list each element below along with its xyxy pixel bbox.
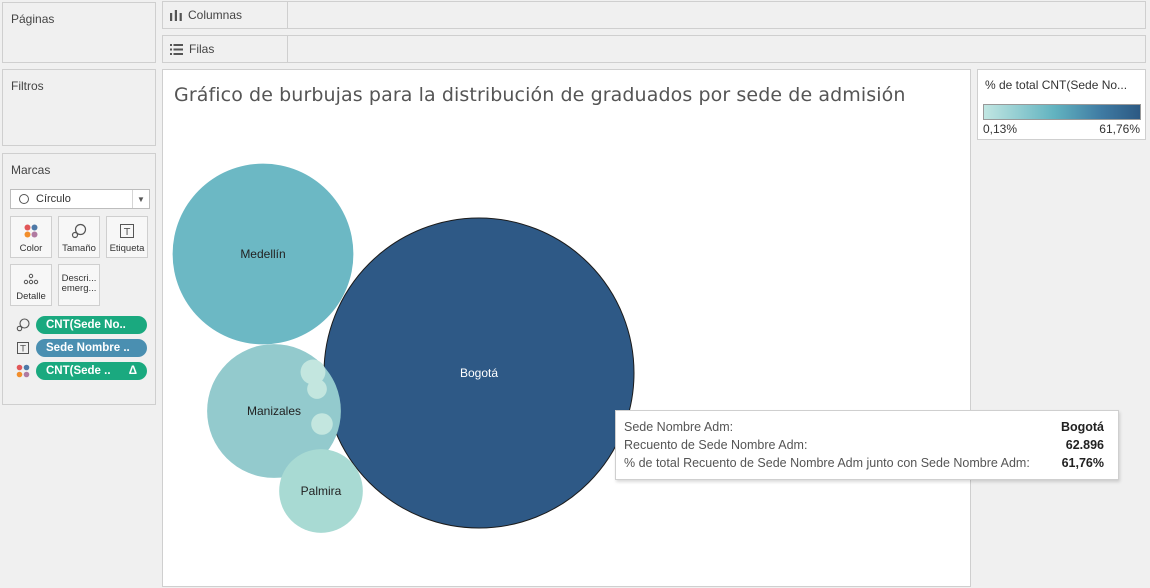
- tooltip-row: % de total Recuento de Sede Nombre Adm j…: [624, 456, 1104, 470]
- tooltip-row: Recuento de Sede Nombre Adm: 62.896: [624, 438, 1104, 452]
- chart-title: Gráfico de burbujas para la distribución…: [174, 84, 906, 106]
- color-button[interactable]: Color: [10, 216, 52, 258]
- tooltip-value: 61,76%: [1061, 456, 1104, 470]
- rows-icon: [170, 43, 183, 55]
- filters-title: Filtros: [11, 79, 44, 93]
- text-label-icon: T: [16, 341, 30, 355]
- bubble-small-6[interactable]: [311, 413, 333, 435]
- size-field-pill[interactable]: CNT(Sede No..: [36, 316, 147, 334]
- label-button-label: Etiqueta: [109, 243, 145, 254]
- tooltip-key: Recuento de Sede Nombre Adm:: [624, 438, 808, 452]
- svg-text:T: T: [123, 227, 131, 238]
- pages-shelf[interactable]: Páginas: [2, 2, 156, 63]
- pages-title: Páginas: [11, 12, 55, 26]
- tooltip-button-label-1: Descri...: [61, 272, 97, 284]
- viz-canvas: Gráfico de burbujas para la distribución…: [162, 69, 971, 587]
- color-dots-icon: [16, 364, 30, 378]
- tooltip-button-label-2: emerg...: [61, 282, 97, 294]
- bubble-palmira[interactable]: [279, 449, 363, 533]
- color-field-pill-label: CNT(Sede ..: [46, 365, 111, 377]
- color-legend[interactable]: % de total CNT(Sede No... 0,13% 61,76%: [977, 69, 1146, 140]
- bubble-label: Palmira: [301, 484, 342, 498]
- filters-shelf[interactable]: Filtros: [2, 69, 156, 146]
- rows-shelf-label: Filas: [163, 36, 288, 62]
- detail-button[interactable]: Detalle: [10, 264, 52, 306]
- tooltip-value: Bogotá: [1060, 420, 1104, 434]
- bubble-label: Bogotá: [460, 366, 498, 380]
- size-pill-row: CNT(Sede No..: [16, 316, 147, 334]
- color-button-label: Color: [19, 243, 43, 254]
- columns-label: Columnas: [188, 8, 243, 22]
- bubble-small-5[interactable]: [307, 379, 327, 399]
- bubble-medellín[interactable]: [172, 163, 354, 345]
- tooltip-key: % de total Recuento de Sede Nombre Adm j…: [624, 456, 1030, 470]
- label-pill-row: T Sede Nombre ..: [16, 339, 147, 357]
- marks-title: Marcas: [11, 163, 51, 177]
- detail-dots-icon: [23, 265, 39, 292]
- columns-shelf[interactable]: Columnas: [162, 1, 1146, 29]
- delta-icon: Δ: [128, 365, 137, 377]
- detail-button-label: Detalle: [16, 291, 46, 302]
- size-button-label: Tamaño: [62, 243, 96, 254]
- chevron-down-icon[interactable]: ▼: [132, 190, 149, 208]
- color-pill-row: CNT(Sede .. Δ: [16, 362, 147, 380]
- columns-icon: [170, 9, 182, 21]
- legend-title: % de total CNT(Sede No...: [985, 78, 1128, 92]
- mark-type-value: Círculo: [36, 193, 71, 205]
- label-button[interactable]: T Etiqueta: [106, 216, 148, 258]
- tooltip-value: 62.896: [1065, 438, 1104, 452]
- tooltip: Sede Nombre Adm: Bogotá Recuento de Sede…: [615, 410, 1119, 480]
- size-button[interactable]: Tamaño: [58, 216, 100, 258]
- circle-icon: [19, 194, 29, 204]
- tooltip-key: Sede Nombre Adm:: [624, 420, 734, 434]
- legend-min-label: 0,13%: [983, 122, 1018, 136]
- tooltip-button[interactable]: Descri... emerg...: [58, 264, 100, 306]
- label-field-pill[interactable]: Sede Nombre ..: [36, 339, 147, 357]
- color-field-pill[interactable]: CNT(Sede .. Δ: [36, 362, 147, 380]
- size-icon: [16, 318, 30, 332]
- legend-gradient-bar: [983, 104, 1141, 120]
- rows-shelf[interactable]: Filas: [162, 35, 1146, 63]
- legend-max-label: 61,76%: [1099, 122, 1140, 136]
- bubble-small-4[interactable]: [300, 359, 326, 385]
- tooltip-row: Sede Nombre Adm: Bogotá: [624, 420, 1104, 434]
- columns-shelf-label: Columnas: [163, 2, 288, 28]
- mark-type-dropdown[interactable]: Círculo ▼: [10, 189, 150, 209]
- marks-card: Marcas Círculo ▼ Color Tamaño: [2, 153, 156, 405]
- color-dots-icon: [23, 217, 39, 244]
- size-icon: [71, 217, 87, 244]
- rows-label: Filas: [189, 42, 215, 56]
- text-label-icon: T: [120, 217, 134, 244]
- bubble-label: Manizales: [247, 404, 301, 418]
- svg-text:T: T: [19, 345, 26, 355]
- bubble-label: Medellín: [240, 247, 285, 261]
